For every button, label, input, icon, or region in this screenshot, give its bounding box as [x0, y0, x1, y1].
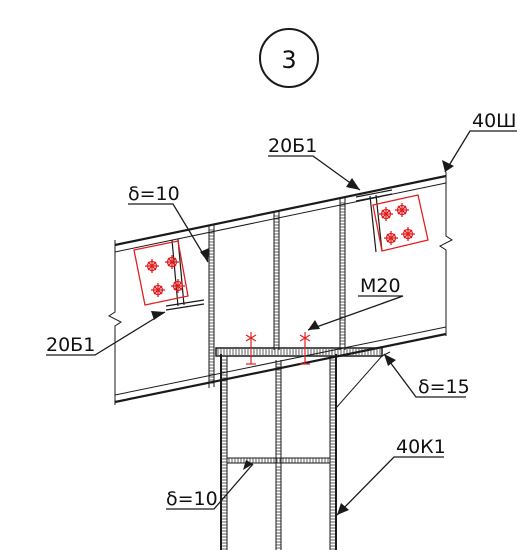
label-20b1-right: 20Б1 [268, 135, 317, 157]
anchor-bolts [245, 332, 311, 365]
leader-arrowheads [151, 160, 454, 515]
label-m20: М20 [360, 275, 401, 297]
connection-plate-left [133, 240, 189, 306]
label-40sh: 40Ш [472, 110, 517, 132]
leader-lines [46, 130, 517, 516]
label-plate-d15: δ=15 [418, 376, 470, 398]
column-40k1 [215, 347, 391, 550]
beam-stiffeners [208, 197, 346, 388]
detail-marker: 3 [259, 28, 319, 88]
label-plate-d10-top: δ=10 [128, 183, 180, 205]
label-plate-d10-bottom: δ=10 [166, 488, 218, 510]
connection-plate-right [372, 194, 429, 252]
detail-number: 3 [281, 46, 296, 74]
label-20b1-left: 20Б1 [46, 334, 95, 356]
label-40k1: 40К1 [396, 436, 446, 458]
